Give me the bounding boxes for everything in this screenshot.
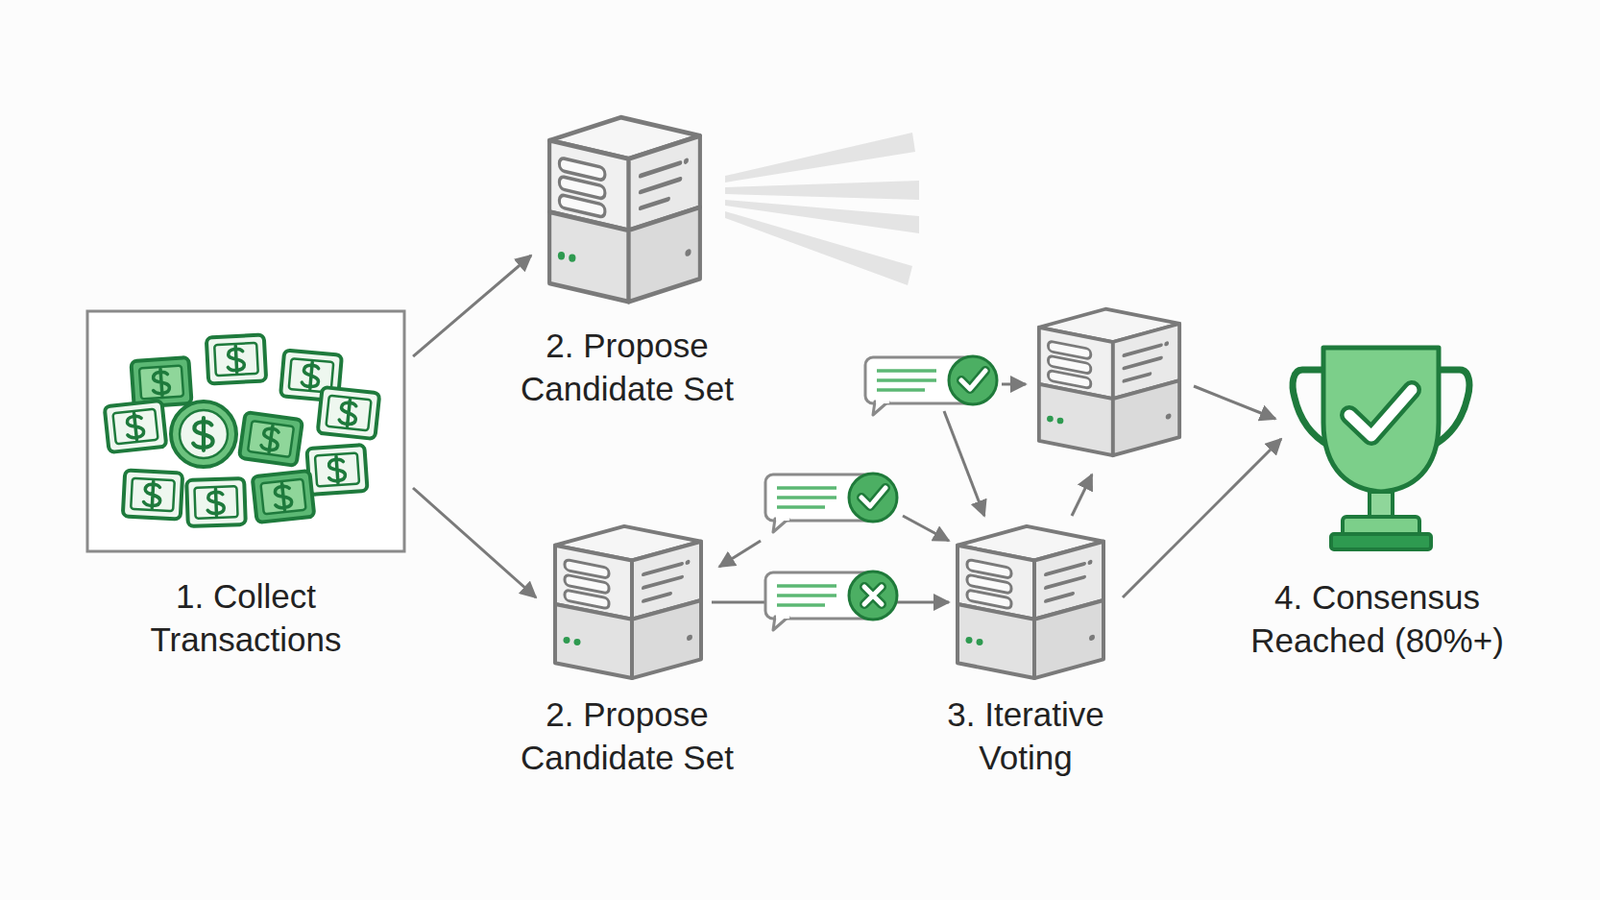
process-node: 3. Iterative Voting [891,516,1161,781]
flow-arrow [1122,438,1282,598]
process-node: 2. Propose Candidate Set [492,107,762,415]
money-pile [104,334,381,527]
node-label-group: 2. Propose Candidate Set [502,323,752,411]
process-node: 4. Consensus Reached (80%+) [1223,336,1531,668]
vote-bubble [765,571,897,631]
vote-bubble [865,356,997,415]
node-label: 3. Iterative Voting [900,692,1151,779]
node-label: 4. Consensus Reached (80%+) [1233,575,1522,662]
flow-arrow [412,487,536,598]
node-label: 2. Propose Candidate Set [502,692,752,779]
node-label: 2. Propose Candidate Set [502,323,752,411]
trophy-icon [1292,347,1470,550]
node-label-group: 4. Consensus Reached (80%+) [1233,575,1522,662]
process-node: 2. Propose Candidate Set [492,516,762,781]
server-icon [957,526,1104,679]
node-label-group: 1. Collect Transactions [101,574,390,661]
vote-bubble [765,473,897,533]
process-node: 1. Collect Transactions [87,311,405,663]
transaction-frame [87,311,405,552]
flow-arrow [412,255,532,357]
broadcast-rays [725,132,920,286]
server-icon [555,526,702,679]
server-icon [549,117,701,302]
node-label: 1. Collect Transactions [101,574,390,661]
node-label-group: 2. Propose Candidate Set [502,692,752,779]
node-label-group: 3. Iterative Voting [900,692,1151,779]
server-icon [1039,309,1180,456]
vote-arrows [719,384,1276,567]
